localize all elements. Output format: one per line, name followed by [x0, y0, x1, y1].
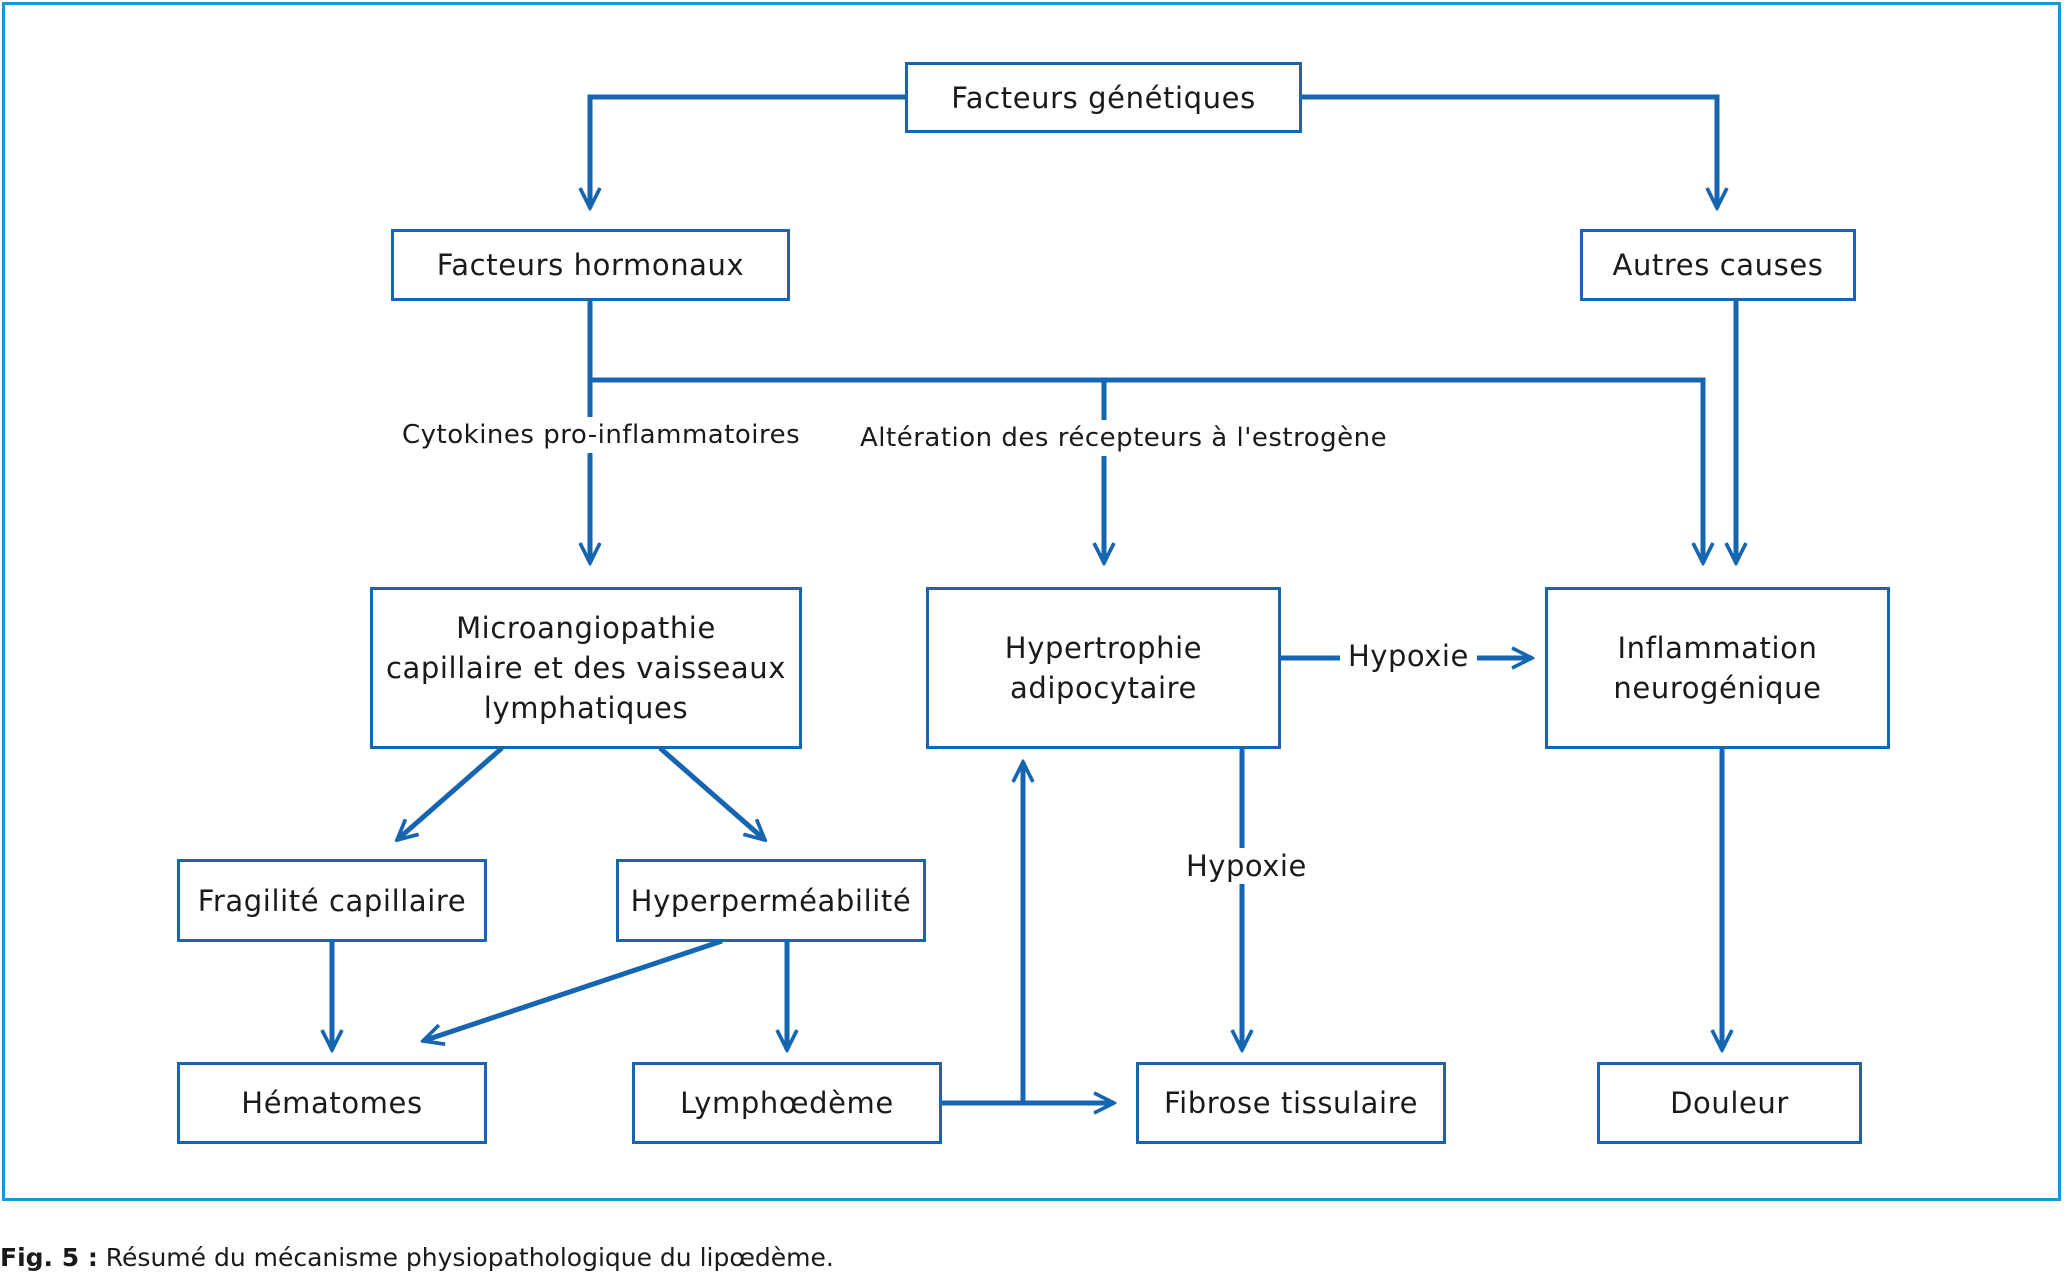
diagram-frame: [2, 2, 2061, 1201]
node-autres-causes: Autres causes: [1580, 229, 1856, 301]
node-fragilite-capillaire: Fragilité capillaire: [177, 859, 487, 942]
label-cytokines: Cytokines pro-inflammatoires: [394, 417, 809, 453]
label-hypoxie-right: Hypoxie: [1340, 638, 1477, 674]
node-douleur: Douleur: [1597, 1062, 1862, 1144]
edge-genetiques-autres: [1300, 94, 1717, 208]
edge-hyperpermeabilite-hematomes: [423, 938, 723, 1041]
edge-hormonaux-trunk: [587, 300, 1703, 563]
edge-microangio-hyperpermeabilite: [658, 746, 765, 840]
label-alteration: Altération des récepteurs à l'estrogène: [852, 420, 1396, 456]
figure-caption-text: Résumé du mécanisme physiopathologique d…: [97, 1243, 834, 1272]
node-hyperpermeabilite: Hyperperméabilité: [616, 859, 926, 942]
node-hematomes: Hématomes: [177, 1062, 487, 1144]
node-microangiopathie: Microangiopathie capillaire et des vaiss…: [370, 587, 802, 749]
node-fibrose-tissulaire: Fibrose tissulaire: [1136, 1062, 1446, 1144]
node-inflammation-neurogenique: Inflammation neurogénique: [1545, 587, 1890, 749]
figure-caption-label: Fig. 5 :: [0, 1243, 98, 1272]
edge-microangio-fragilite: [397, 746, 504, 840]
node-facteurs-genetiques: Facteurs génétiques: [905, 62, 1302, 133]
node-hypertrophie-adipocytaire: Hypertrophie adipocytaire: [926, 587, 1281, 749]
label-hypoxie-down: Hypoxie: [1178, 848, 1315, 884]
figure-caption: Fig. 5 : Résumé du mécanisme physiopatho…: [0, 1243, 834, 1272]
node-facteurs-hormonaux: Facteurs hormonaux: [391, 229, 790, 301]
edge-genetiques-hormonaux: [590, 94, 905, 208]
node-lymphoedeme: Lymphœdème: [632, 1062, 942, 1144]
